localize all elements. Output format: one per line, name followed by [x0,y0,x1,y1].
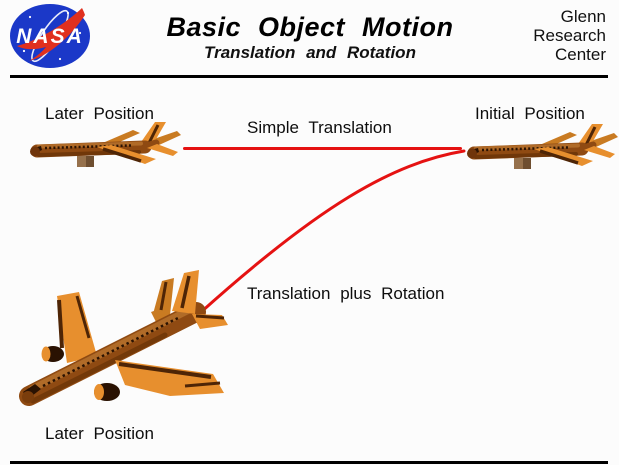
label-simple-translation: Simple Translation [247,118,392,137]
nasa-logo-text: NASA [16,25,84,48]
footer-rule [10,461,608,464]
page-title: Basic Object Motion [166,12,454,42]
label-translation-plus-rotation: Translation plus Rotation [247,284,445,303]
page-subtitle: Translation and Rotation [204,43,416,62]
airliner-later-bottom [19,270,228,406]
label-initial-position: Initial Position [475,104,585,123]
org-line-1: Glenn [560,7,606,26]
label-later-position-top: Later Position [45,104,154,123]
nasa-logo-icon: NASA [10,4,90,68]
org-name: Glenn Research Center [533,7,606,64]
org-line-2: Research [533,26,606,45]
header-rule [10,75,608,78]
org-line-3: Center [554,45,606,64]
airliner-later-top [27,117,183,175]
airliner-initial [464,119,619,177]
translation-path-line [183,147,462,150]
label-later-position-bottom: Later Position [45,424,154,443]
